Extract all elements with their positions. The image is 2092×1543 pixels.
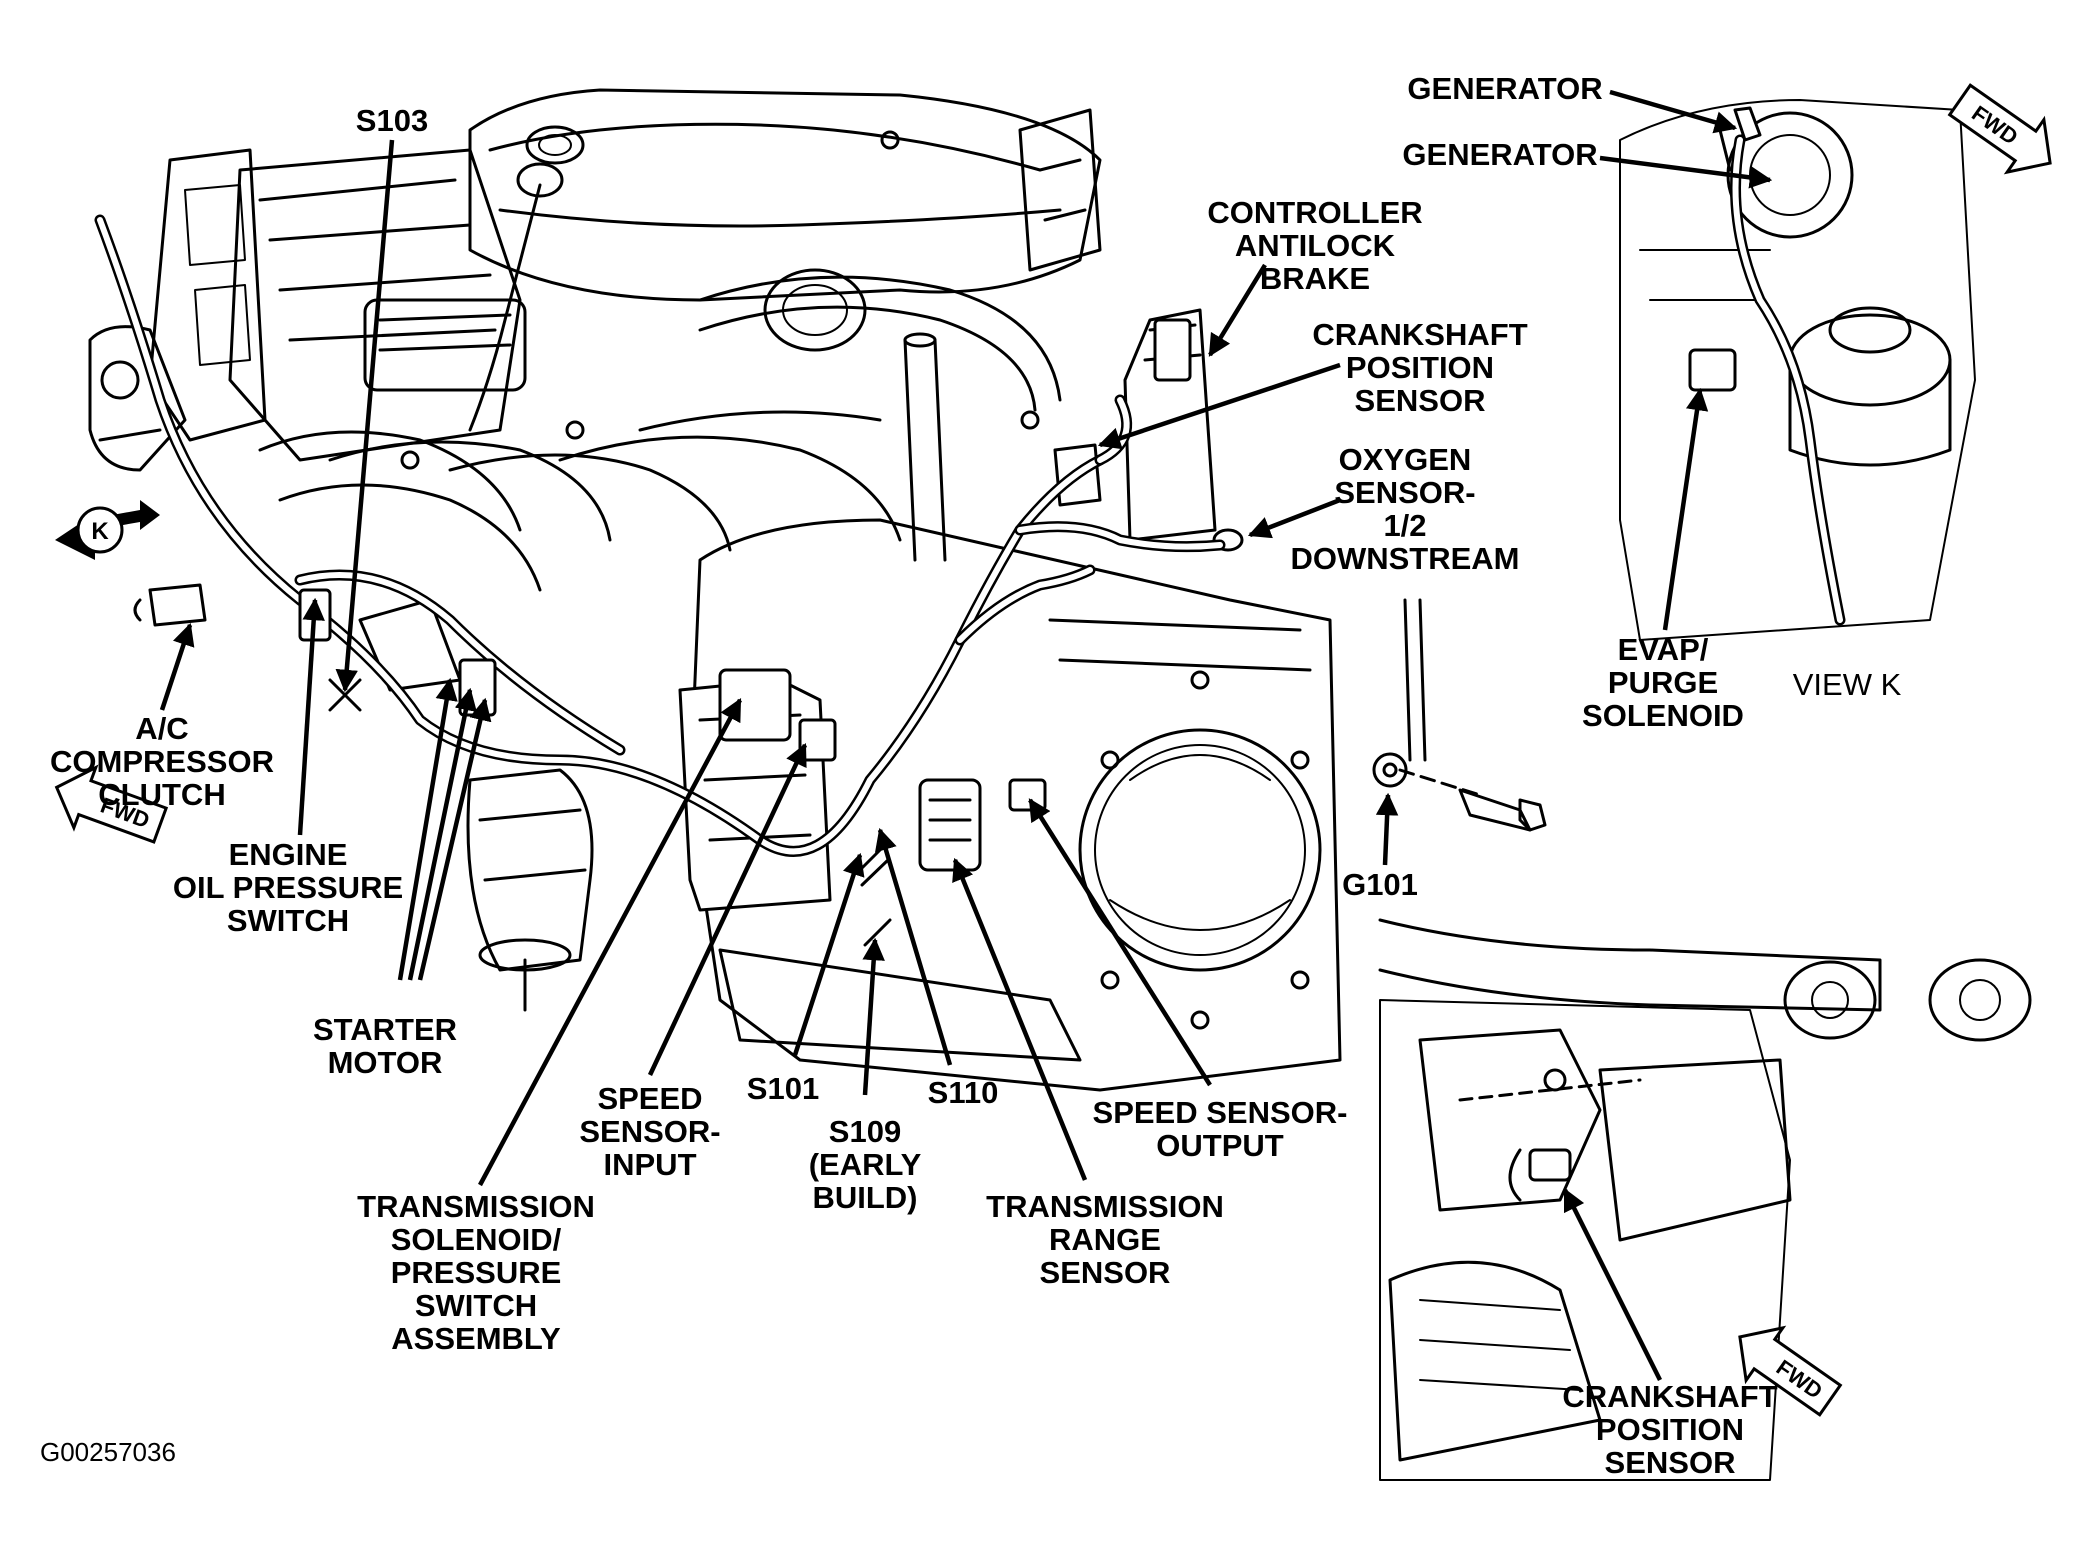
leader-trans-solenoid [478, 698, 742, 1187]
view-k-inset [1619, 99, 1976, 641]
label-ac-compressor-clutch: A/C COMPRESSOR CLUTCH [50, 711, 274, 812]
label-speed-sensor-output: SPEED SENSOR- OUTPUT [1092, 1095, 1348, 1163]
leader-evap [1662, 387, 1709, 631]
leader-starter-2 [407, 687, 477, 981]
leader-crankshaft-main [1097, 362, 1341, 450]
fwd-arrow-left: FWD [54, 764, 169, 844]
view-k-marker: K [55, 500, 160, 560]
leader-lines [159, 89, 1773, 1382]
leader-generator-2 [1599, 155, 1773, 189]
leader-g101 [1375, 792, 1399, 866]
label-evap-purge-solenoid: EVAP/ PURGE SOLENOID [1582, 632, 1744, 733]
crankshaft-inset [1378, 918, 2032, 1481]
leader-range-sensor [952, 857, 1088, 1181]
label-engine-oil-pressure-switch: ENGINE OIL PRESSURE SWITCH [172, 837, 404, 938]
label-crankshaft-position-sensor-inset: CRANKSHAFT POSITION SENSOR [1562, 1379, 1778, 1480]
label-g101: G101 [1342, 867, 1418, 902]
leader-s103 [335, 139, 395, 693]
leader-speed-input [647, 742, 808, 1076]
label-s103: S103 [355, 103, 429, 138]
label-view-k: VIEW K [1792, 667, 1902, 702]
leader-oxygen [1247, 497, 1341, 539]
label-starter-motor: STARTER MOTOR [312, 1012, 458, 1080]
leader-starter-3 [417, 697, 492, 981]
leader-starter-1 [397, 677, 458, 981]
leader-speed-output [1028, 798, 1212, 1087]
label-generator-2: GENERATOR [1402, 137, 1598, 172]
view-k-marker-letter: K [91, 518, 109, 545]
leader-s109 [862, 937, 885, 1096]
label-generator-1: GENERATOR [1407, 71, 1603, 106]
label-transmission-solenoid-assembly: TRANSMISSION SOLENOID/ PRESSURE SWITCH A… [357, 1189, 595, 1356]
label-s101: S101 [746, 1071, 820, 1106]
label-controller-antilock-brake: CONTROLLER ANTILOCK BRAKE [1207, 195, 1423, 296]
leader-s110 [874, 827, 953, 1066]
leader-s101 [792, 852, 865, 1056]
label-transmission-range-sensor: TRANSMISSION RANGE SENSOR [986, 1189, 1224, 1290]
label-s110: S110 [927, 1075, 999, 1110]
leader-generator-1 [1609, 89, 1738, 134]
leader-abs [1208, 263, 1267, 357]
leader-oil-pressure [297, 597, 325, 836]
leader-ac-compressor [159, 622, 195, 711]
figure-id: G00257036 [40, 1437, 176, 1467]
label-speed-sensor-input: SPEED SENSOR- INPUT [579, 1081, 721, 1182]
leader-crankshaft-inset [1562, 1187, 1663, 1382]
label-crankshaft-position-sensor: CRANKSHAFT POSITION SENSOR [1312, 317, 1528, 418]
label-s109-early-build: S109 (EARLY BUILD) [808, 1114, 922, 1215]
label-oxygen-sensor-downstream: OXYGEN SENSOR- 1/2 DOWNSTREAM [1290, 442, 1520, 576]
